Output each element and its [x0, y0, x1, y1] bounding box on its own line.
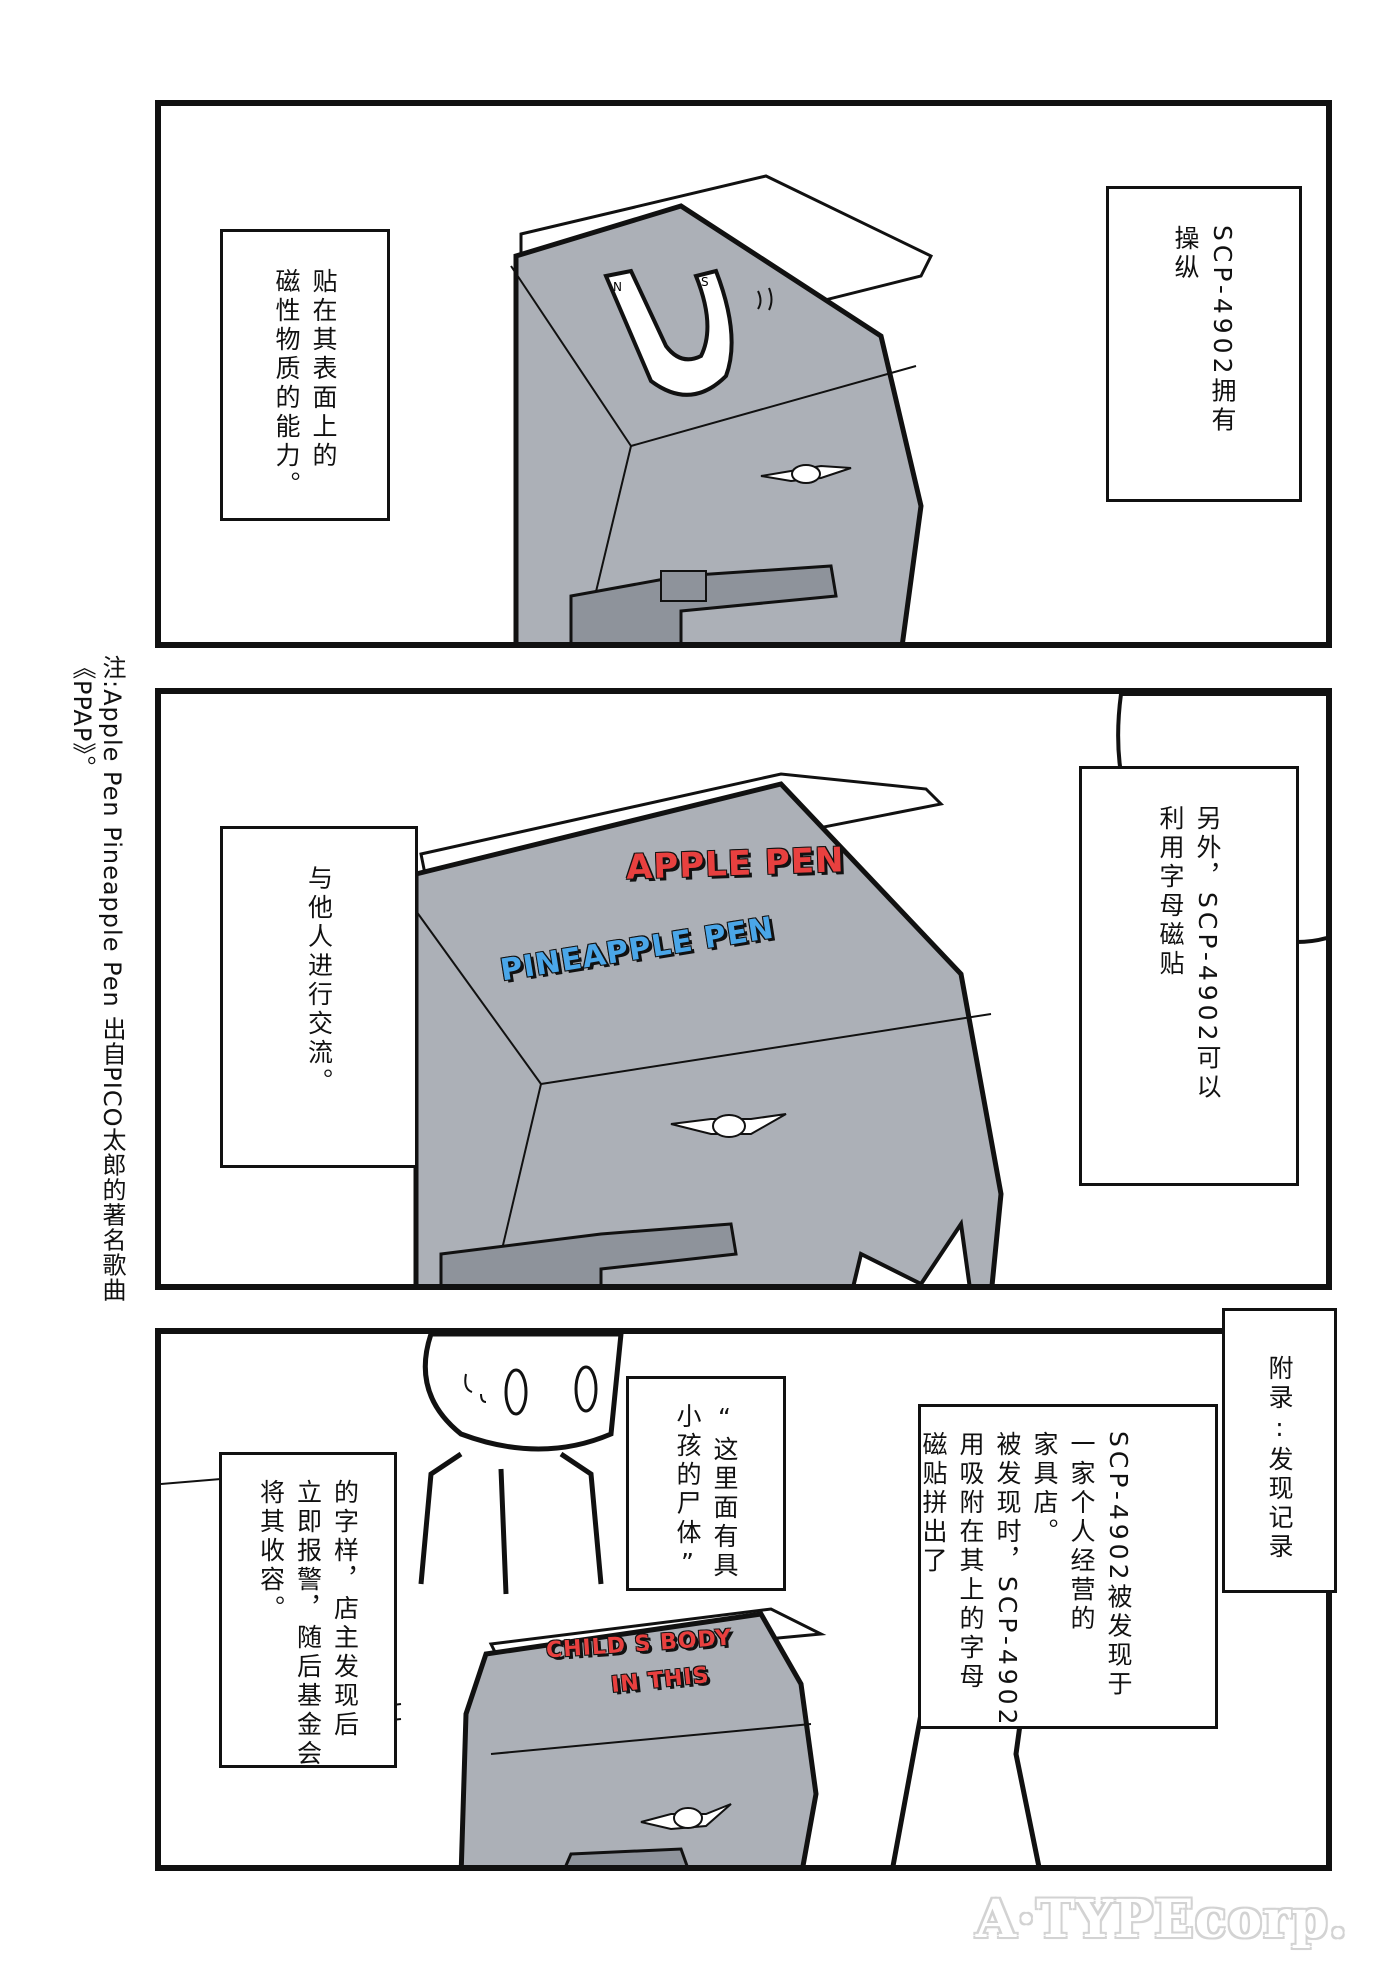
watermark: A·TYPEcorp.: [975, 1889, 1348, 1950]
appendix-header-box: 附录:发现记录: [1222, 1308, 1337, 1593]
caption-line: 利用字母磁贴: [1156, 805, 1185, 979]
panel2-caption-left: 与他人进行交流。: [220, 826, 418, 1168]
fridge-emblem-icon: [640, 1803, 732, 1831]
caption-line: 被发现时，SCP-4902: [993, 1431, 1022, 1729]
panel3-speech-box: “这里面有具 小孩的尸体”: [626, 1376, 786, 1591]
side-note-line-2: 《PPAP》。: [68, 655, 96, 781]
speech-line: “这里面有具: [710, 1403, 739, 1581]
panel-2: APPLE PEN PINEAPPLE PEN 与他人进行交流。 另外，SCP-…: [155, 688, 1332, 1290]
appendix-header-text: 附录:发现记录: [1265, 1355, 1294, 1562]
caption-line: 操纵: [1171, 225, 1200, 283]
caption-line: 磁性物质的能力。: [272, 268, 301, 500]
side-note: 注:Apple Pen Pineapple Pen 出自PICO太郎的著名歌曲 …: [68, 655, 126, 1303]
speech-line: 小孩的尸体”: [673, 1403, 702, 1581]
panel1-caption-right: SCP-4902拥有 操纵: [1106, 186, 1302, 502]
panel-1: N S 贴在其表面上的 磁性物质的能力。 SCP-4902拥有 操纵: [155, 100, 1332, 648]
caption-line: 与他人进行交流。: [304, 865, 334, 1097]
caption-line: 另外，SCP-4902可以: [1193, 805, 1222, 1103]
panel-3: CHILD S BODY IN THIS 的字样，店主发现后 立即报警，随后基金…: [155, 1328, 1332, 1871]
caption-line: 立即报警，随后基金会: [293, 1479, 323, 1769]
caption-line: 一家个人经营的: [1067, 1431, 1096, 1634]
caption-line: 用吸附在其上的字母: [956, 1431, 985, 1692]
side-note-line-1: 注:Apple Pen Pineapple Pen 出自PICO太郎的著名歌曲: [98, 655, 126, 1303]
fridge-emblem-icon: [760, 464, 852, 484]
fridge-emblem-icon: [670, 1113, 787, 1138]
caption-line: 家具店。: [1030, 1431, 1059, 1547]
caption-line: 贴在其表面上的: [309, 268, 338, 471]
caption-line: SCP-4902拥有: [1208, 225, 1237, 436]
svg-text:N: N: [613, 280, 622, 294]
caption-line: 的字样，店主发现后: [330, 1479, 360, 1740]
svg-text:S: S: [701, 275, 709, 289]
caption-line: SCP-4902被发现于: [1104, 1431, 1133, 1700]
horseshoe-magnet-icon: N S: [603, 268, 773, 397]
character-1: [418, 1334, 624, 1595]
caption-line: 磁贴拼出了: [919, 1431, 948, 1576]
panel2-caption-right: 另外，SCP-4902可以 利用字母磁贴: [1079, 766, 1299, 1186]
panel3-caption-mid: SCP-4902被发现于 一家个人经营的 家具店。 被发现时，SCP-4902 …: [918, 1404, 1218, 1729]
panel3-caption-left: 的字样，店主发现后 立即报警，随后基金会 将其收容。: [219, 1452, 397, 1769]
caption-line: 将其收容。: [256, 1479, 286, 1624]
panel1-caption-left: 贴在其表面上的 磁性物质的能力。: [220, 229, 390, 521]
magnet-letters-apple-pen: APPLE PEN: [625, 840, 846, 888]
fridge-illustration-1: N S: [510, 174, 934, 642]
